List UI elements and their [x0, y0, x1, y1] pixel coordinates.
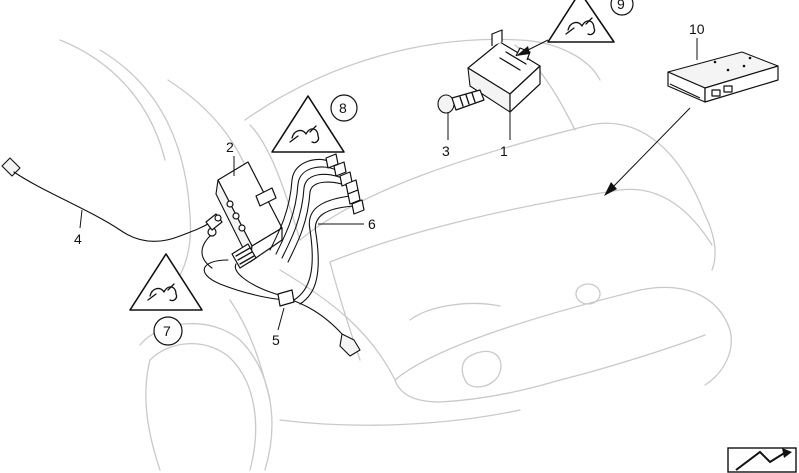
warning-triangle-9: 9 [547, 0, 634, 43]
screw-part-3[interactable] [437, 89, 485, 114]
callout-9: 9 [617, 0, 625, 12]
callout-6: 6 [368, 216, 376, 232]
antenna-amplifier-part-2[interactable] [215, 161, 283, 263]
arrow-to-bracket [516, 39, 549, 56]
car-outline [59, 38, 732, 471]
hand-plug-warning-icon [565, 17, 596, 36]
callout-4: 4 [74, 231, 82, 247]
callout-8: 8 [339, 100, 347, 116]
warning-triangle-8: 8 [271, 94, 358, 153]
callout-1: 1 [500, 143, 508, 159]
control-module-part-10[interactable] [667, 51, 779, 103]
callout-2: 2 [226, 139, 234, 155]
antenna-cable-part-4[interactable] [1, 157, 223, 242]
leader-line-5 [277, 307, 285, 331]
hand-plug-warning-icon [289, 125, 320, 144]
callout-3: 3 [442, 143, 450, 159]
leader-line-4 [79, 209, 83, 229]
hand-plug-warning-icon [147, 283, 178, 302]
callout-5: 5 [272, 332, 280, 348]
callout-10: 10 [689, 21, 705, 37]
wiring-harness-part-6[interactable] [269, 153, 365, 305]
warning-triangle-7: 7 [129, 253, 203, 346]
corner-arrow-logo-icon [727, 447, 797, 473]
callout-7: 7 [163, 323, 171, 339]
cable-harness-part-5[interactable] [201, 227, 361, 357]
arrow-into-trunk [604, 107, 691, 196]
